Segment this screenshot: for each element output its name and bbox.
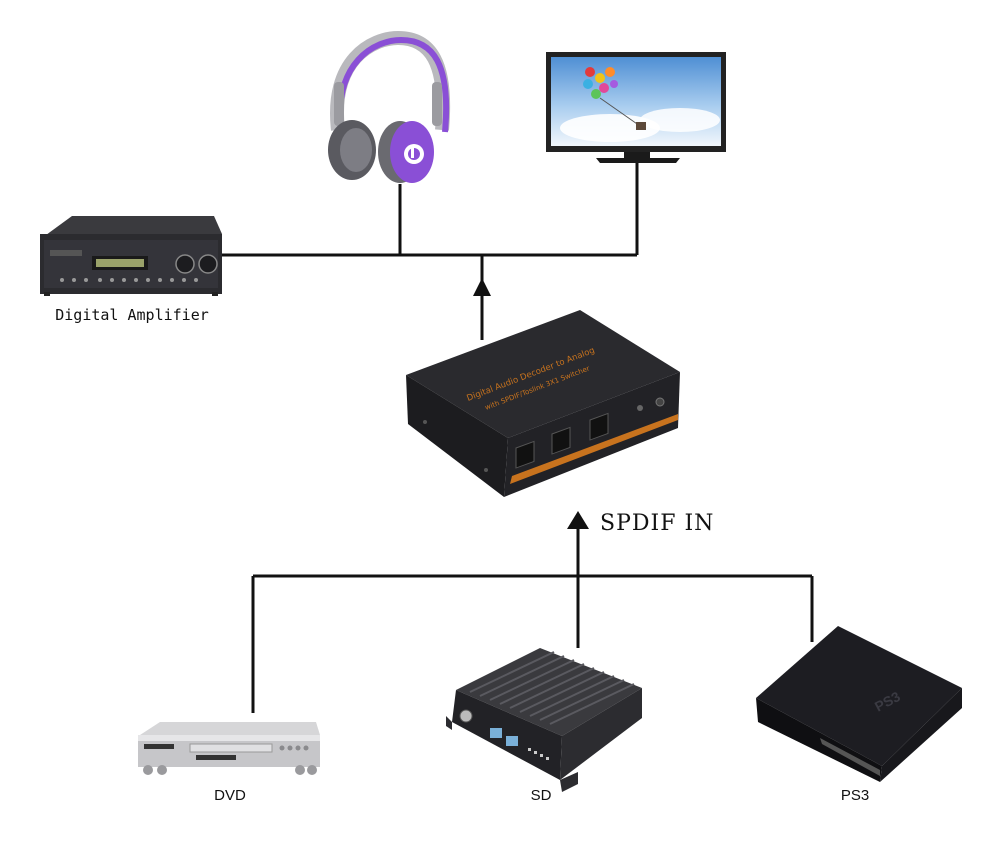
- ps3-label: PS3: [841, 787, 869, 804]
- optical-port-in1: [515, 440, 535, 469]
- dvd-player-icon: [138, 722, 320, 775]
- sd-device-icon: [446, 648, 642, 792]
- output-wiring: [222, 162, 639, 340]
- spdif-in-label: SPDIF IN: [600, 511, 714, 536]
- optical-port-in2: [551, 426, 571, 455]
- audio-decoder-box: Digital Audio Decoder to Analog with SPD…: [406, 310, 680, 497]
- ps3-console-icon: PS3: [756, 626, 962, 782]
- input-arrow-icon: [567, 511, 589, 529]
- digital-amplifier-icon: [40, 216, 222, 296]
- television-icon: [546, 52, 726, 163]
- switch-button: [655, 397, 665, 407]
- optical-port-in3: [589, 412, 609, 441]
- amplifier-label: Digital Amplifier: [55, 306, 209, 324]
- output-arrow-icon: [473, 278, 491, 296]
- power-jack: [637, 405, 643, 411]
- sd-label: SD: [531, 787, 552, 804]
- dvd-label: DVD: [214, 787, 246, 804]
- input-wiring: [251, 511, 814, 713]
- headphones-icon: [328, 30, 451, 183]
